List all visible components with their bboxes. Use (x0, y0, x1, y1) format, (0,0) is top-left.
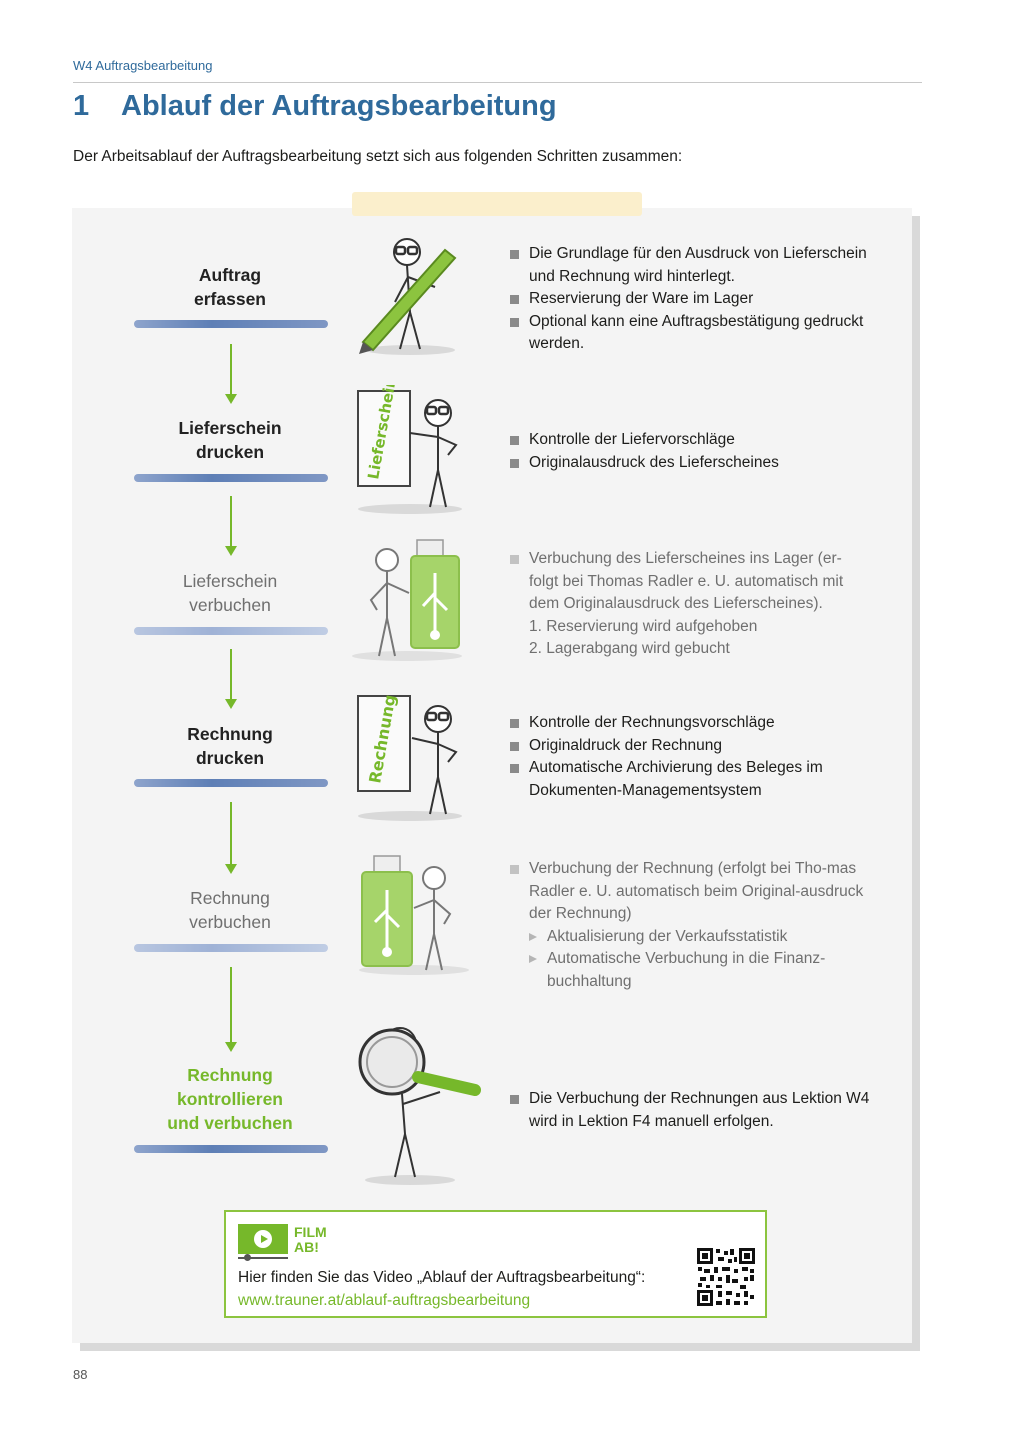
tape-decoration (352, 192, 642, 216)
step-4-label-line2: drucken (140, 746, 320, 770)
film-timeline-dot (244, 1254, 251, 1261)
step-5-label-line1: Rechnung (140, 886, 320, 910)
film-link[interactable]: www.trauner.at/ablauf-auftragsbearbeitun… (238, 1292, 530, 1310)
step-6-label-line2: kontrollieren (140, 1087, 320, 1111)
step-1-label-line1: Auftrag (140, 263, 320, 287)
step-2-label-line2: drucken (140, 440, 320, 464)
step-2-bullets: Kontrolle der Liefervorschläge Originala… (510, 429, 870, 474)
stick-figure-pen-icon (355, 232, 465, 357)
step-5-bullets: Verbuchung der Rechnung (erfolgt bei Tho… (510, 858, 870, 993)
step-3-label: Lieferschein verbuchen (140, 569, 320, 617)
qr-code-icon[interactable] (696, 1247, 756, 1307)
step-2-label: Lieferschein drucken (140, 416, 320, 464)
stick-figure-usb-icon (345, 538, 470, 663)
stick-figure-magnifier-icon (350, 1022, 490, 1187)
step-4-label-line1: Rechnung (140, 722, 320, 746)
step-6-brush-stroke (134, 1145, 328, 1153)
section-number: 1 (73, 90, 121, 123)
step-6-label-line1: Rechnung (140, 1063, 320, 1087)
flow-arrow (225, 344, 237, 404)
step-6-bullets: Die Verbuchung der Rechnungen aus Lektio… (510, 1088, 870, 1133)
step-1-brush-stroke (134, 320, 328, 328)
list-item: Automatische Archivierung des Beleges im… (510, 757, 870, 802)
step-2-brush-stroke (134, 474, 328, 482)
step-2-label-line1: Lieferschein (140, 416, 320, 440)
stick-figure-usb-icon (352, 852, 477, 977)
stick-figure-board-icon: Rechnung (350, 692, 470, 822)
flow-arrow (225, 967, 237, 1052)
list-item: 2. Lagerabgang wird gebucht (510, 638, 870, 661)
list-item: Reservierung der Ware im Lager (510, 288, 870, 311)
list-item: Verbuchung des Lieferscheines ins Lager … (510, 548, 870, 616)
list-item: Originalausdruck des Lieferscheines (510, 452, 870, 475)
step-4-label: Rechnung drucken (140, 722, 320, 770)
film-label-line2: AB! (294, 1240, 354, 1255)
stick-figure-board-icon: Lieferschein (350, 385, 470, 515)
list-item: Kontrolle der Rechnungsvorschläge (510, 712, 870, 735)
film-label-line1: FILM (294, 1225, 354, 1240)
flow-arrow (225, 496, 237, 556)
list-item: Die Grundlage für den Ausdruck von Liefe… (510, 243, 870, 288)
list-item: Optional kann eine Auftragsbestätigung g… (510, 311, 870, 356)
film-label: FILM AB! (294, 1225, 354, 1255)
list-item: Die Verbuchung der Rechnungen aus Lektio… (510, 1088, 870, 1133)
flow-arrow (225, 649, 237, 709)
step-4-brush-stroke (134, 779, 328, 787)
step-6-label: Rechnung kontrollieren und verbuchen (140, 1063, 320, 1135)
intro-text: Der Arbeitsablauf der Auftragsbearbeitun… (73, 148, 682, 166)
step-5-brush-stroke (134, 944, 328, 952)
step-5-label: Rechnung verbuchen (140, 886, 320, 934)
step-3-label-line1: Lieferschein (140, 569, 320, 593)
step-3-bullets: Verbuchung des Lieferscheines ins Lager … (510, 548, 870, 661)
step-1-label: Auftrag erfassen (140, 263, 320, 311)
list-item: Verbuchung der Rechnung (erfolgt bei Tho… (510, 858, 870, 926)
list-item: 1. Reservierung wird aufgehoben (510, 616, 870, 639)
list-item: Automatische Verbuchung in die Finanz-bu… (510, 948, 870, 993)
list-item: Aktualisierung der Verkaufsstatistik (510, 926, 870, 949)
section-title: Ablauf der Auftragsbearbeitung (121, 90, 557, 122)
film-text: Hier finden Sie das Video „Ablauf der Au… (238, 1269, 645, 1287)
step-3-label-line2: verbuchen (140, 593, 320, 617)
step-1-bullets: Die Grundlage für den Ausdruck von Liefe… (510, 243, 870, 356)
film-box: FILM AB! Hier finden Sie das Video „Abla… (224, 1210, 767, 1318)
step-4-bullets: Kontrolle der Rechnungsvorschläge Origin… (510, 712, 870, 802)
flow-arrow (225, 802, 237, 874)
step-1-label-line2: erfassen (140, 287, 320, 311)
page-number: 88 (73, 1367, 87, 1382)
step-5-label-line2: verbuchen (140, 910, 320, 934)
play-icon[interactable] (238, 1224, 288, 1254)
list-item: Kontrolle der Liefervorschläge (510, 429, 870, 452)
step-6-label-line3: und verbuchen (140, 1111, 320, 1135)
list-item: Originaldruck der Rechnung (510, 735, 870, 758)
running-head: W4 Auftragsbearbeitung (73, 58, 212, 73)
header-rule (73, 82, 922, 83)
step-3-brush-stroke (134, 627, 328, 635)
